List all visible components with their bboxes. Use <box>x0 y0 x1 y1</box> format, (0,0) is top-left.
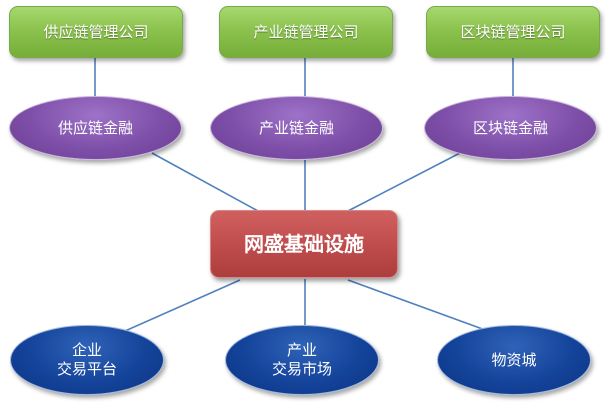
node-label: 产业链管理公司 <box>253 22 359 41</box>
link-finance-hub-3 <box>347 152 461 212</box>
node-blockchain-company: 区块链管理公司 <box>426 6 600 58</box>
link-hub-market-1 <box>124 279 241 332</box>
node-label-line2: 交易平台 <box>56 360 117 378</box>
node-supply-chain-company: 供应链管理公司 <box>9 6 183 58</box>
node-label: 供应链金融 <box>57 118 133 137</box>
node-materials-city: 物资城 <box>437 325 591 395</box>
hub-label: 网盛基础设施 <box>244 231 364 256</box>
node-label: 区块链金融 <box>472 118 548 137</box>
node-label-line1: 物资城 <box>491 350 537 369</box>
node-label: 区块链管理公司 <box>460 22 566 41</box>
link-finance-hub-1 <box>151 152 259 212</box>
node-label-line1: 产业 <box>286 341 317 360</box>
node-blockchain-finance: 区块链金融 <box>424 96 597 160</box>
node-hub-infrastructure: 网盛基础设施 <box>210 210 398 278</box>
node-industry-chain-company: 产业链管理公司 <box>219 6 393 58</box>
node-industry-chain-finance: 产业链金融 <box>210 96 383 160</box>
node-industry-trading-market: 产业 交易市场 <box>225 325 379 395</box>
node-label: 产业链金融 <box>258 118 334 137</box>
node-label-line1: 企业 <box>71 341 102 360</box>
link-hub-market-3 <box>347 279 489 332</box>
node-label: 供应链管理公司 <box>43 22 149 41</box>
node-enterprise-trading-platform: 企业 交易平台 <box>10 325 164 395</box>
node-supply-chain-finance: 供应链金融 <box>9 96 182 160</box>
node-label-line2: 交易市场 <box>271 360 332 378</box>
